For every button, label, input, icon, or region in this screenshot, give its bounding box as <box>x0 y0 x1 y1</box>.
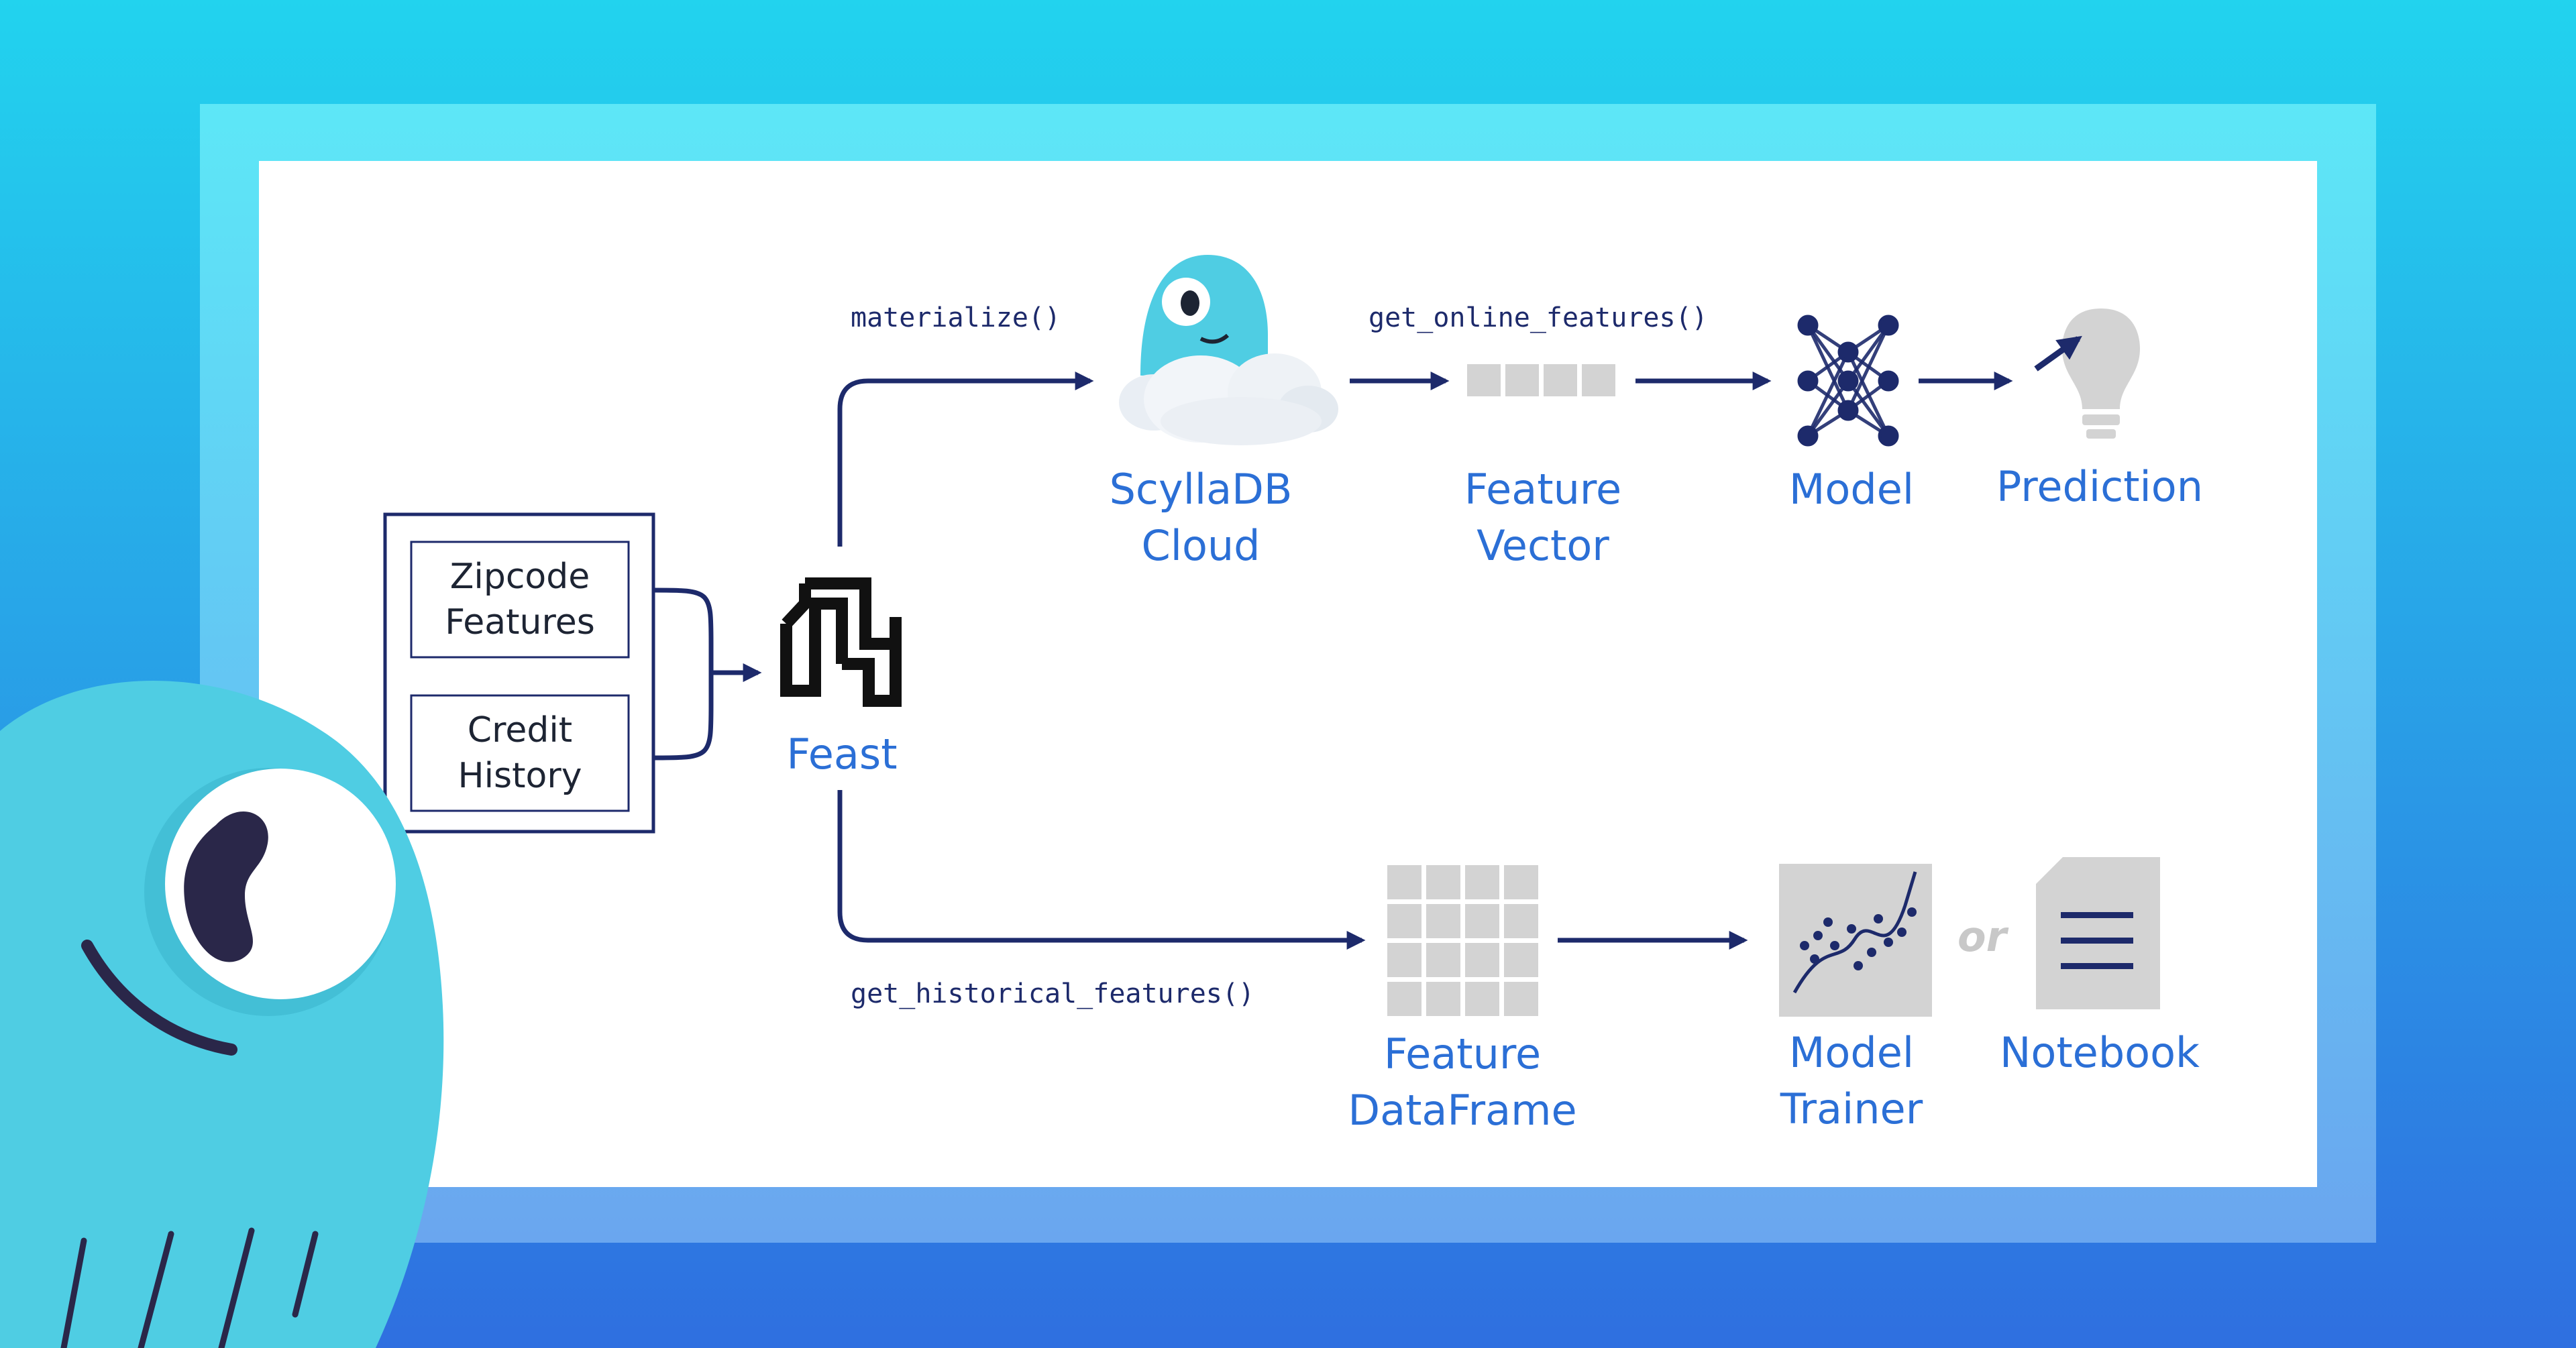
materialize-edge <box>837 372 1094 547</box>
scylla-mascot-icon <box>0 681 444 1348</box>
model-trainer-icon <box>1779 864 1932 1017</box>
feast-label: Feast <box>786 730 898 779</box>
notebook-icon <box>2036 857 2160 1009</box>
online-features-label: get_online_features() <box>1368 302 1708 333</box>
feature-dataframe-icon <box>1387 865 1538 1016</box>
credit-box <box>410 694 630 812</box>
feast-logo-icon <box>780 577 902 707</box>
neural-network-icon <box>1797 315 1899 447</box>
or-label: or <box>1957 912 2007 961</box>
prediction-label: Prediction <box>1996 462 2203 511</box>
historical-features-label: get_historical_features() <box>851 978 1255 1009</box>
scylladb-cloud-icon <box>1119 255 1338 445</box>
zipcode-box <box>410 541 630 659</box>
lightbulb-icon <box>2062 308 2140 439</box>
model-label: Model <box>1788 465 1915 514</box>
materialize-label: materialize() <box>851 302 1061 333</box>
historical-edge <box>837 790 1366 950</box>
notebook-label: Notebook <box>2000 1028 2200 1077</box>
feature-vector-icon <box>1467 364 1615 396</box>
source-group <box>383 512 655 834</box>
prediction-spark-arrow <box>2034 335 2082 372</box>
